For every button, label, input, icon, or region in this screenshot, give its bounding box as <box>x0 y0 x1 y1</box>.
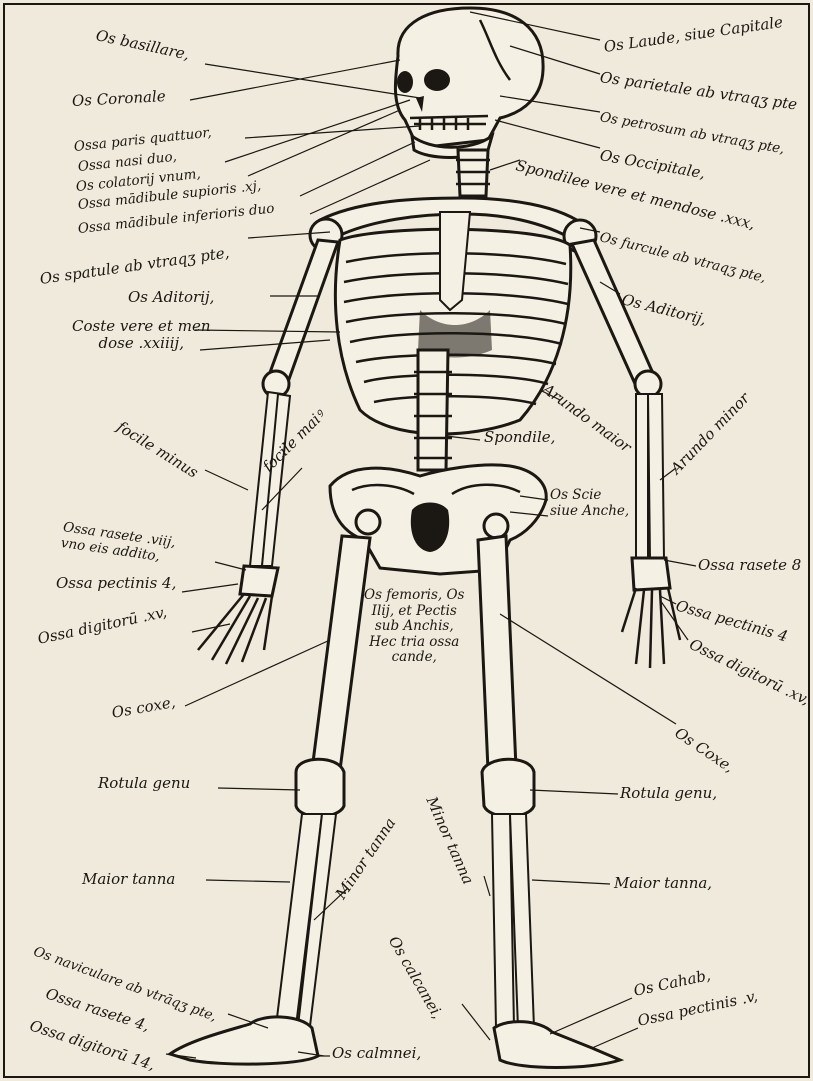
label-os-femoris: Os femoris, Os Ilij, et Pectis sub Anchi… <box>364 588 464 666</box>
skull <box>395 8 543 158</box>
ribcage <box>335 212 570 434</box>
label-os-scie: Os Scie siue Anche, <box>550 488 629 519</box>
label-maior-tanna-right: Maior tanna, <box>614 876 712 892</box>
right-leg <box>478 536 620 1068</box>
label-rotula-genu-left: Rotula genu <box>98 776 190 792</box>
lumbar-spine <box>414 350 452 470</box>
label-ossa-pectinis-left: Ossa pectinis 4, <box>56 576 176 592</box>
label-os-aditorii-left: Os Aditorij, <box>128 290 214 306</box>
label-spondile: Spondile, <box>484 430 555 446</box>
label-coste-vere: Coste vere et men dose .xxiiij, <box>72 318 210 353</box>
label-os-calmnei: Os calmnei, <box>332 1046 421 1062</box>
cervical-spine <box>456 150 490 196</box>
label-ossa-rasete-right: Ossa rasete 8 <box>698 558 801 574</box>
label-maior-tanna-left: Maior tanna <box>82 872 175 888</box>
label-rotula-genu-right: Rotula genu, <box>620 786 717 802</box>
